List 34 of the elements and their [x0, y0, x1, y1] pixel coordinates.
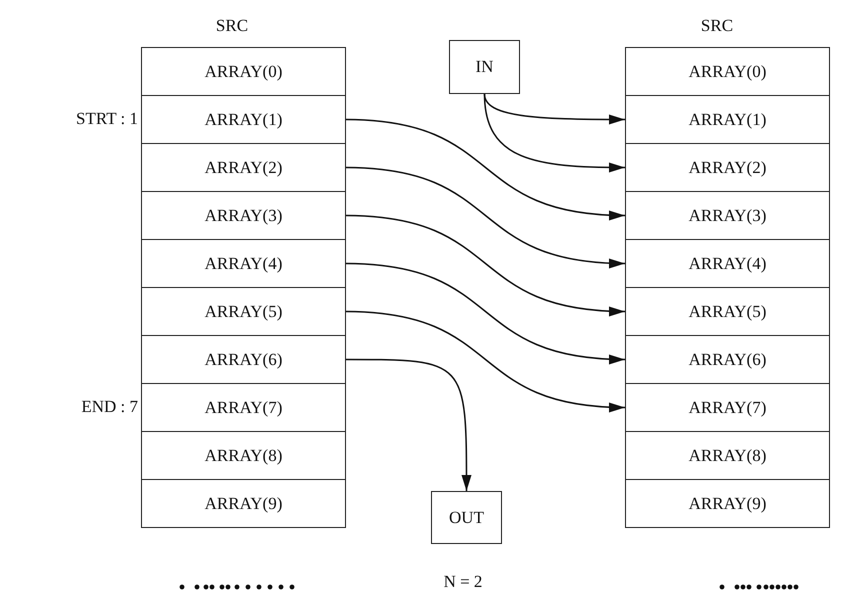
arrow [484, 94, 625, 172]
array-cell: ARRAY(2) [625, 143, 830, 192]
array-cell: ARRAY(0) [625, 47, 830, 96]
array-cell: ARRAY(9) [625, 479, 830, 528]
array-cell: ARRAY(8) [625, 431, 830, 480]
array-cell: ARRAY(5) [625, 287, 830, 336]
array-cell: ARRAY(7) [141, 383, 346, 432]
array-cell: ARRAY(7) [625, 383, 830, 432]
array-cell: ARRAY(4) [625, 239, 830, 288]
arrow [346, 358, 472, 491]
arrow [346, 214, 626, 316]
column-heading: SRC [700, 16, 734, 36]
process-box: IN [449, 40, 520, 94]
array-cell: ARRAY(9) [141, 479, 346, 528]
array-cell: ARRAY(1) [625, 95, 830, 144]
process-box: OUT [431, 491, 502, 544]
column-heading: SRC [216, 16, 248, 36]
array-cell: ARRAY(6) [625, 335, 830, 384]
array-cell: ARRAY(1) [141, 95, 346, 144]
arrow [346, 166, 626, 268]
array-cell: ARRAY(8) [141, 431, 346, 480]
arrow [346, 262, 626, 364]
array-cell: ARRAY(3) [141, 191, 346, 240]
array-cell: ARRAY(3) [625, 191, 830, 240]
arrow [346, 310, 626, 412]
index-label: STRT : 1 [76, 108, 138, 128]
array-cell: ARRAY(5) [141, 287, 346, 336]
array-cell: ARRAY(2) [141, 143, 346, 192]
index-label: END : 7 [81, 396, 138, 416]
array-cell: ARRAY(6) [141, 335, 346, 384]
arrow [346, 118, 626, 220]
array-cell: ARRAY(4) [141, 239, 346, 288]
parameter-label: N = 2 [444, 572, 482, 592]
array-cell: ARRAY(0) [141, 47, 346, 96]
